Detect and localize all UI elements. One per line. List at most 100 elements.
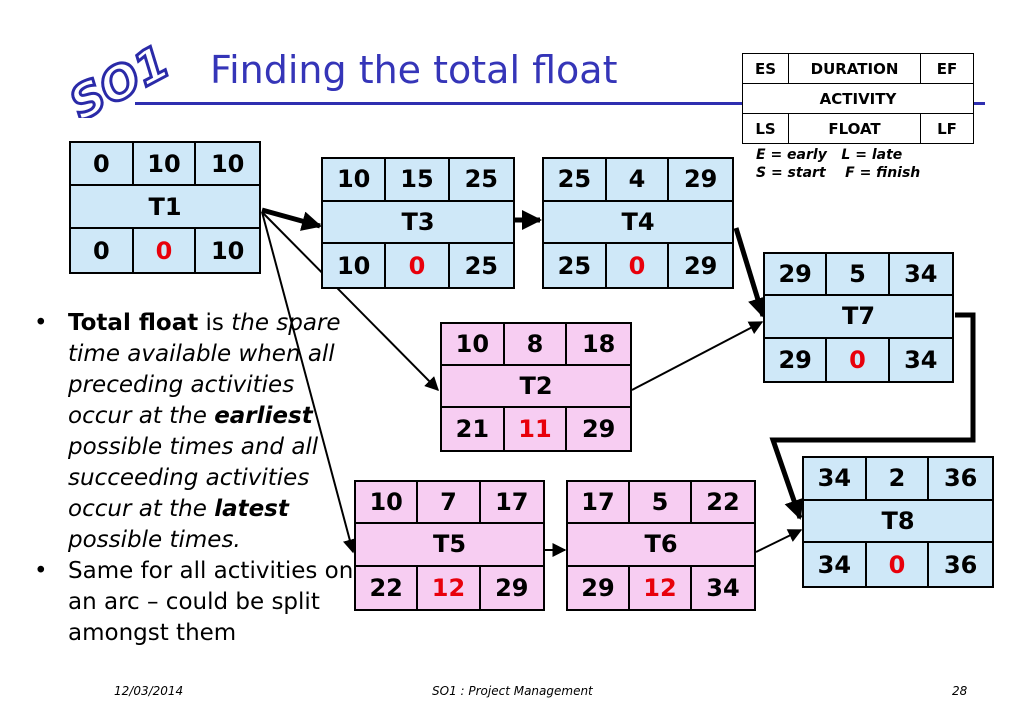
node-name: T1 <box>71 186 259 229</box>
node-duration: 4 <box>606 159 670 202</box>
arrow-t6-t8 <box>755 529 803 553</box>
node-float: 0 <box>867 543 930 586</box>
bullet-term: Total float <box>68 310 199 336</box>
so1-logo: SO1 <box>62 38 172 118</box>
node-float: 11 <box>505 408 568 450</box>
node-ef: 36 <box>929 458 992 501</box>
bullet-text: possible times and all succeeding activi… <box>68 434 319 522</box>
node-float: 12 <box>630 566 692 609</box>
footer-date: 12/03/2014 <box>114 684 184 698</box>
node-es: 10 <box>323 159 387 202</box>
legend-lf: LF <box>937 119 957 138</box>
node-ls: 22 <box>356 566 419 609</box>
bullet-text: Same for all activities on an arc – coul… <box>68 558 354 646</box>
node-es: 10 <box>442 324 505 366</box>
node-name: T6 <box>568 524 754 567</box>
node-name: T2 <box>442 366 630 408</box>
arrow-t2-t7 <box>631 321 764 391</box>
bullet-emphasis: latest <box>214 496 289 522</box>
page-number: 28 <box>952 684 968 698</box>
legend-es: ES <box>743 54 789 83</box>
bullet-dot-icon: • <box>34 310 48 336</box>
node-lf: 29 <box>495 573 529 602</box>
node-ls: 10 <box>323 244 387 287</box>
node-duration: 15 <box>386 159 450 202</box>
node-ef: 18 <box>567 324 630 366</box>
node-duration: 10 <box>133 143 197 186</box>
node-duration: 8 <box>504 324 568 366</box>
node-lf: 34 <box>706 573 740 602</box>
node-ef: 10 <box>196 143 259 186</box>
node-ef: 34 <box>889 254 952 297</box>
activity-node-t4: 25 4 29 T4 25 0 29 <box>542 157 734 289</box>
node-ls: 25 <box>544 244 607 287</box>
bullet-text: the spare time available when all preced… <box>68 310 341 429</box>
node-lf: 36 <box>943 550 978 579</box>
arrow-t1-t5 <box>261 211 357 554</box>
node-ef: 22 <box>692 482 754 525</box>
node-ef: 25 <box>449 159 513 202</box>
node-es: 10 <box>356 482 419 525</box>
node-name: T7 <box>765 296 952 339</box>
activity-node-t1: 0 10 10 T1 0 0 10 <box>69 141 261 274</box>
node-legend: ES DURATION EF ACTIVITY LS FLOAT LF <box>742 53 974 144</box>
node-ls: 29 <box>765 338 828 381</box>
node-es: 0 <box>71 143 134 186</box>
node-duration: 2 <box>866 458 930 501</box>
activity-node-t2: 10 8 18 T2 21 11 29 <box>440 322 632 452</box>
node-name: T4 <box>544 202 732 245</box>
bullet-item: • Same for all activities on an arc – co… <box>34 556 354 649</box>
activity-node-t7: 29 5 34 T7 29 0 34 <box>763 252 954 383</box>
bullet-list: • Total float is the spare time availabl… <box>34 308 354 649</box>
node-lf: 25 <box>464 251 499 280</box>
legend-ls: LS <box>743 114 789 143</box>
node-float: 0 <box>134 229 197 272</box>
node-lf: 10 <box>210 236 245 265</box>
node-ef: 17 <box>480 482 543 525</box>
title-underline <box>135 102 985 105</box>
bullet-emphasis: earliest <box>214 403 313 429</box>
legend-ef: EF <box>936 59 958 78</box>
node-name: T5 <box>356 524 543 567</box>
node-lf: 34 <box>904 345 938 374</box>
bullet-text: possible times. <box>68 527 241 553</box>
activity-node-t3: 10 15 25 T3 10 0 25 <box>321 157 515 289</box>
node-es: 25 <box>544 159 607 202</box>
legend-key-line: S = start F = finish <box>756 165 921 181</box>
node-ef: 29 <box>669 159 732 202</box>
node-ls: 0 <box>71 229 134 272</box>
bullet-item: • Total float is the spare time availabl… <box>34 308 354 556</box>
node-es: 34 <box>804 458 867 501</box>
node-name: T3 <box>323 202 513 245</box>
page-title: Finding the total float <box>210 48 618 92</box>
activity-node-t8: 34 2 36 T8 34 0 36 <box>802 456 994 588</box>
node-duration: 5 <box>630 482 692 525</box>
bullet-text: is <box>198 310 232 336</box>
legend-float: FLOAT <box>789 114 921 143</box>
legend-key: E = early L = late S = start F = finish <box>756 146 920 182</box>
node-es: 29 <box>765 254 828 297</box>
activity-node-t5: 10 7 17 T5 22 12 29 <box>354 480 545 611</box>
node-es: 17 <box>568 482 630 525</box>
legend-key-line: E = early L = late <box>756 147 903 163</box>
arrow-t1-t2 <box>261 211 439 391</box>
legend-duration: DURATION <box>789 54 921 83</box>
node-lf: 29 <box>581 415 616 443</box>
node-float: 0 <box>386 244 450 287</box>
node-float: 0 <box>827 338 890 381</box>
node-lf: 29 <box>683 251 718 280</box>
bullet-dot-icon: • <box>34 558 48 584</box>
arrow-t1-t3 <box>261 207 322 231</box>
node-duration: 5 <box>827 254 890 297</box>
node-duration: 7 <box>418 482 481 525</box>
node-ls: 34 <box>804 543 867 586</box>
node-ls: 21 <box>442 408 505 450</box>
arrow-t4-t7 <box>733 227 768 318</box>
node-ls: 29 <box>568 566 630 609</box>
node-name: T8 <box>804 501 992 544</box>
footer-title: SO1 : Project Management <box>432 684 593 698</box>
activity-node-t6: 17 5 22 T6 29 12 34 <box>566 480 756 611</box>
legend-activity: ACTIVITY <box>819 89 897 108</box>
arrow-t7-t8 <box>769 312 976 520</box>
